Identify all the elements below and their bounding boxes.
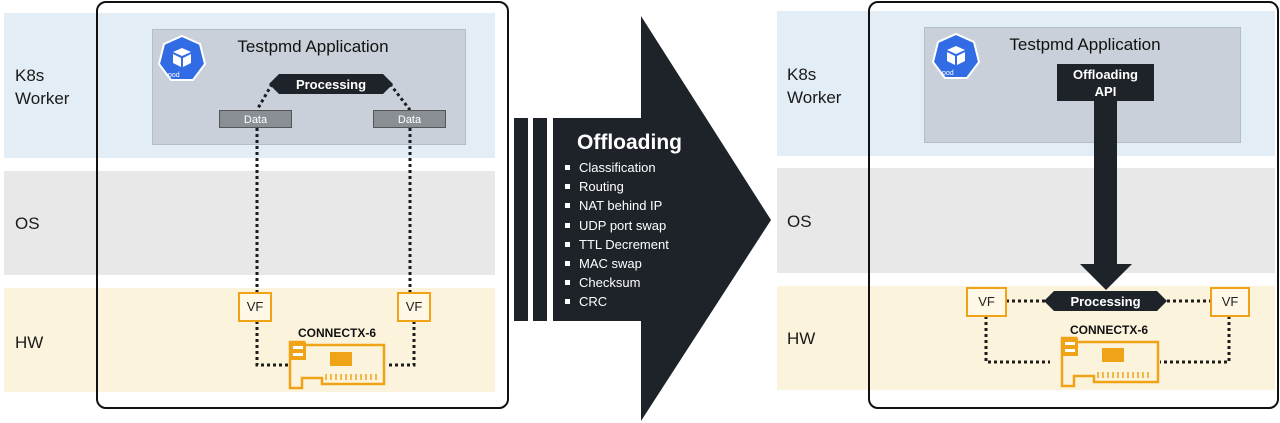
offloading-title: Offloading [577,131,682,154]
connectx-nic-icon-left [288,340,386,390]
pod-label-right: pod [942,70,954,77]
app-title-right: Testpmd Application [1009,35,1161,54]
pod-label-left: pod [168,72,180,79]
api-down-arrow [1080,101,1132,290]
processing-badge-right [1044,291,1167,311]
kubernetes-pod-icon-left [157,34,207,81]
offloading-feature-list: Classification Routing NAT behind IP UDP… [565,158,669,312]
app-title-left: Testpmd Application [237,37,389,56]
k8s-worker-label-left: K8s Worker [15,66,70,108]
offloading-item: NAT behind IP [565,196,669,215]
offloading-item: MAC swap [565,254,669,273]
vf-box-right-1: VF [966,287,1007,317]
data-buffer-right: Data [373,110,446,128]
os-label-right: OS [787,212,812,231]
offloading-item: UDP port swap [565,216,669,235]
hw-label-left: HW [15,333,44,352]
link-vf-to-nic-left [255,321,290,367]
hw-label-right: HW [787,329,816,348]
os-row-right [777,168,1275,273]
arrow-bar-1 [514,118,528,321]
offloading-api-box: Offloading API [1057,64,1154,101]
nic-label-left: CONNECTX-6 [298,326,377,340]
hw-row-right [777,286,1275,390]
processing-label-right: Processing [1070,294,1141,309]
panel-frame-left [96,1,509,409]
k8s-worker-label-right: K8s Worker [787,65,842,107]
kubernetes-pod-icon-right [931,32,981,79]
offloading-item: CRC [565,292,669,311]
connectx-nic-icon-right [1060,336,1160,388]
link-vf-to-nic-right-right-panel [1160,316,1231,364]
processing-badge-left [269,74,393,94]
offloading-item: TTL Decrement [565,235,669,254]
vf-box-left-1: VF [238,292,272,322]
arrow-bar-2 [533,118,547,321]
offloading-item: Routing [565,177,669,196]
vf-box-left-2: VF [397,292,431,322]
offloading-item: Classification [565,158,669,177]
link-processing-to-data-left [255,83,274,111]
vf-box-right-2: VF [1210,287,1250,317]
testpmd-app-box-left: Testpmd Application [152,29,466,145]
link-vf-to-nic-right [386,321,416,367]
offloading-item: Checksum [565,273,669,292]
data-buffer-left: Data [219,110,292,128]
os-label-left: OS [15,214,40,233]
nic-label-right: CONNECTX-6 [1070,323,1149,337]
panel-frame-right [868,1,1279,409]
processing-label-left: Processing [295,77,367,92]
os-row-left [4,171,495,275]
